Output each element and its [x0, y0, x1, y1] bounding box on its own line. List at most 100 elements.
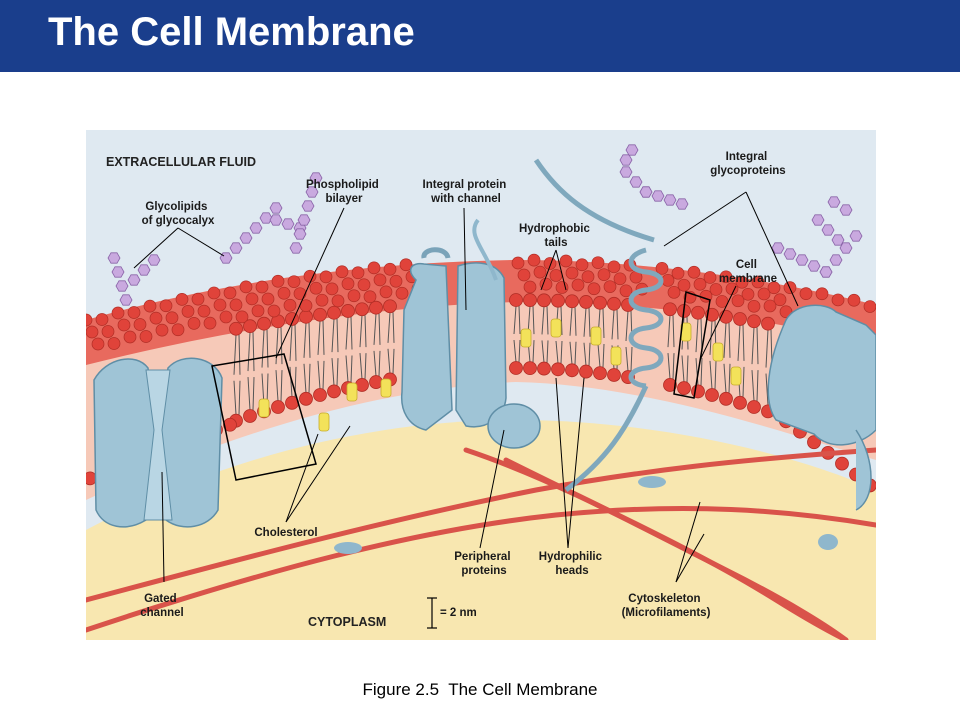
sugar-bead	[269, 202, 283, 214]
phospholipid-head	[757, 287, 771, 301]
lipid-tail	[336, 318, 339, 353]
cell-membrane-diagram: EXTRACELLULAR FLUID CYTOPLASM = 2 nm Gly…	[86, 130, 876, 640]
cholesterol-molecule	[258, 398, 270, 418]
cytoplasm-area	[86, 420, 876, 640]
lipid-tail	[695, 358, 699, 386]
phospholipid-head	[523, 293, 537, 307]
phospholipid-head	[95, 313, 109, 326]
lipid-tail	[247, 377, 251, 411]
lipid-tail	[700, 358, 703, 386]
phospholipid-head	[313, 307, 327, 322]
phospholipid-head	[255, 280, 269, 294]
lipid-tail	[602, 343, 605, 368]
phospholipid-head	[159, 299, 173, 313]
phospholipid-head	[133, 318, 147, 331]
sugar-bead	[239, 232, 253, 244]
sugar-bead	[289, 242, 303, 254]
lipid-tail	[238, 334, 241, 375]
lipid-tail	[588, 342, 591, 366]
sugar-bead	[229, 242, 243, 254]
phospholipid-head	[533, 265, 547, 279]
sugar-bead	[639, 186, 653, 198]
phospholipid-head	[593, 366, 607, 381]
sugar-bead	[137, 264, 151, 276]
phospholipid-head	[799, 287, 813, 300]
lipid-tail	[569, 341, 573, 365]
lipid-tail	[252, 332, 255, 372]
phospholipid-head	[149, 311, 163, 325]
phospholipid-head	[677, 278, 691, 292]
lipid-tail	[322, 320, 325, 355]
cholesterol-molecule	[712, 342, 724, 362]
filament-link-protein	[818, 534, 838, 550]
lipid-tail	[541, 340, 545, 363]
phospholipid-head	[527, 253, 541, 267]
phospholipid-head	[593, 295, 607, 310]
lipid-tail	[345, 355, 349, 383]
phospholipid-head	[539, 277, 553, 291]
phospholipid-head	[181, 305, 195, 318]
peripheral-proteins-label: Peripheral proteins	[454, 551, 513, 577]
phospholipid-head	[603, 280, 617, 294]
phospholipid-head	[835, 456, 849, 471]
phospholipid-head	[107, 337, 121, 350]
sugar-bead	[807, 260, 821, 272]
cholesterol-label: Cholesterol	[254, 527, 317, 539]
lipid-tail	[532, 306, 535, 335]
lipid-tail	[378, 350, 381, 377]
diagram-svg: EXTRACELLULAR FLUID CYTOPLASM = 2 nm Gly…	[86, 130, 876, 640]
protein-tail	[472, 218, 498, 281]
phospholipid-head	[565, 294, 579, 309]
sugar-bead	[293, 228, 307, 240]
phospholipid-head	[591, 256, 605, 270]
lipid-tail	[672, 353, 675, 379]
phospholipid-head	[309, 281, 323, 295]
sugar-bead	[127, 274, 141, 286]
phospholipid-head	[235, 310, 249, 324]
sugar-bead	[827, 196, 841, 208]
lipid-tail	[392, 312, 395, 343]
phospholipid-head	[86, 325, 99, 339]
phospholipid-head	[91, 337, 105, 351]
phospholipid-head	[581, 270, 595, 284]
scale-label: = 2 nm	[440, 607, 477, 619]
hydrophobic-tails-label: Hydrophobic tails	[519, 223, 593, 249]
lipid-tail	[331, 318, 335, 353]
phospholipid-head	[229, 298, 243, 312]
lipid-tail	[373, 350, 377, 377]
phospholipid-head	[277, 286, 291, 300]
slide-title: The Cell Membrane	[48, 10, 415, 54]
lipid-tail	[513, 305, 517, 335]
phospholipid-head	[123, 330, 137, 344]
coiled-glycoprotein	[533, 158, 664, 492]
lipid-tail	[336, 358, 339, 386]
phospholipid-head	[171, 323, 185, 337]
phospholipid-head	[271, 274, 285, 288]
lipid-tail	[518, 305, 521, 335]
phospholipid-head	[551, 293, 565, 308]
integral-channel-label: Integral protein with channel	[423, 179, 510, 205]
phospholipid-head	[619, 284, 633, 298]
right-glycoprotein	[767, 304, 876, 511]
lipid-tail	[364, 315, 367, 348]
phospholipid-head	[251, 304, 265, 318]
phospholipid-head	[565, 363, 579, 378]
phospholipid-head	[719, 391, 733, 406]
cholesterol-molecule	[550, 318, 562, 338]
cholesterol-molecule	[346, 382, 358, 402]
phospholipid-head	[551, 362, 565, 377]
phospholipid-head	[203, 316, 217, 330]
lipid-tail	[275, 370, 279, 402]
phospholipid-head	[733, 312, 747, 326]
lipid-tail	[280, 370, 283, 402]
title-bar: The Cell Membrane	[0, 0, 960, 72]
phospholipid-head	[517, 268, 531, 282]
phospholipid-head	[243, 409, 257, 423]
phospholipid-head	[607, 296, 621, 311]
phospholipid-head	[355, 302, 369, 317]
lipid-tail	[728, 322, 731, 358]
phospholipid-head	[399, 258, 413, 272]
cholesterol-molecule	[590, 326, 602, 346]
phospholipid-head	[243, 319, 257, 334]
integral-glycoproteins-label: Integral glycoproteins	[710, 151, 785, 177]
